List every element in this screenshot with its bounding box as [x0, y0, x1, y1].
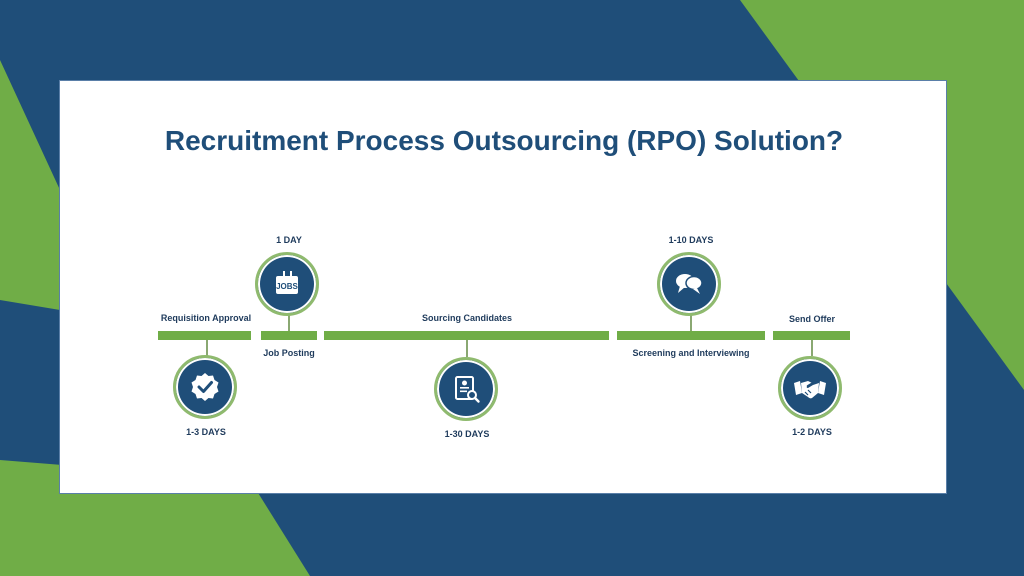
step-node-job-posting: JOBS [255, 252, 319, 316]
timeline-bar-sourcing [324, 331, 609, 340]
connector-stem [206, 340, 208, 365]
page-title: Recruitment Process Outsourcing (RPO) So… [164, 125, 844, 156]
step-node-sourcing-candidates [434, 357, 498, 421]
step-duration-screening: 1-10 DAYS [668, 235, 714, 245]
step-label-screening: Screening and Interviewing [632, 348, 750, 358]
step-node-requisition-approval [173, 355, 237, 419]
step-node-screening [657, 252, 721, 316]
connector-stem [690, 315, 692, 331]
step-label-send-offer: Send Offer [788, 314, 836, 324]
timeline-bar-send-offer [773, 331, 850, 340]
timeline-bar-requisition [158, 331, 251, 340]
step-label-requisition-approval: Requisition Approval [160, 313, 252, 323]
step-duration-sourcing-candidates: 1-30 DAYS [444, 429, 490, 439]
content-card: Recruitment Process Outsourcing (RPO) So… [59, 80, 947, 494]
step-duration-job-posting: 1 DAY [276, 235, 302, 245]
connector-stem [466, 340, 468, 357]
connector-stem [811, 340, 813, 356]
timeline-bar-job-posting [261, 331, 317, 340]
step-node-send-offer [778, 356, 842, 420]
step-label-job-posting: Job Posting [263, 348, 315, 358]
step-duration-send-offer: 1-2 DAYS [792, 427, 832, 437]
resume-search-icon [455, 376, 480, 403]
svg-text:JOBS: JOBS [276, 282, 298, 291]
handshake-icon [794, 381, 826, 399]
connector-stem [288, 315, 290, 331]
timeline-bar-screening [617, 331, 765, 340]
jobs-sign-icon: JOBS [276, 271, 299, 294]
check-badge-icon [191, 373, 219, 401]
step-duration-requisition-approval: 1-3 DAYS [186, 427, 226, 437]
step-label-sourcing-candidates: Sourcing Candidates [421, 313, 513, 323]
speech-bubbles-icon [676, 274, 703, 294]
